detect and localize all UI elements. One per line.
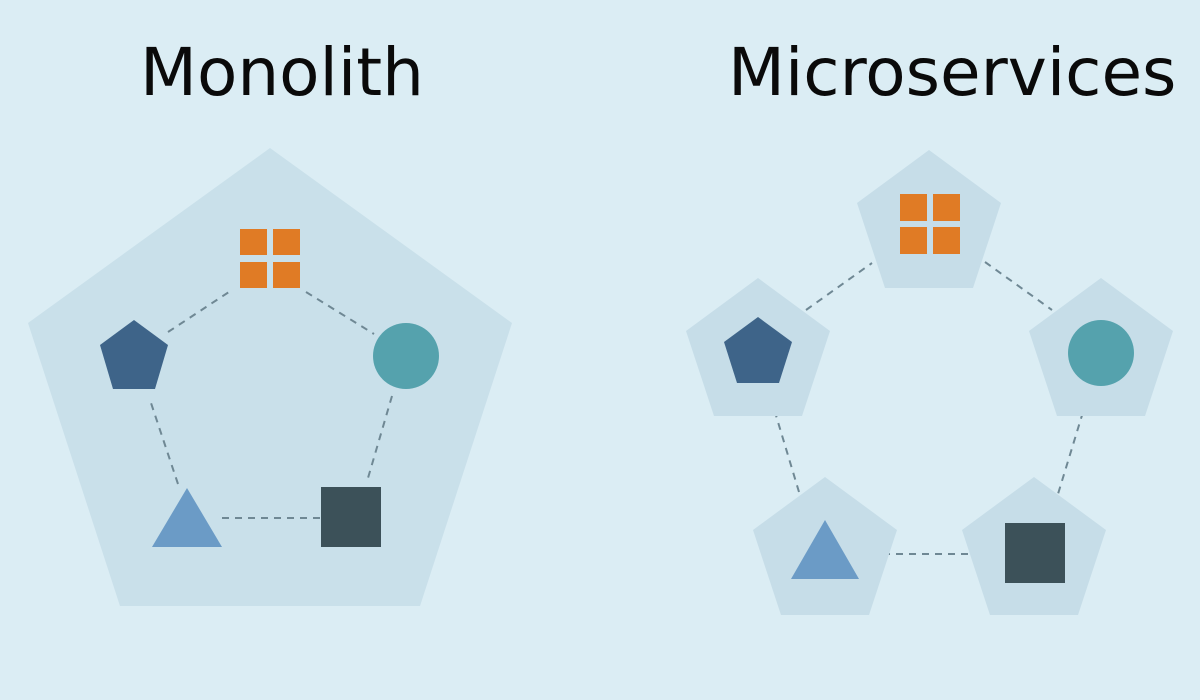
service-grid: [857, 150, 1001, 288]
service-pentagon: [686, 278, 830, 416]
service-circle: [1029, 278, 1173, 416]
service-tile: [857, 150, 1001, 288]
monolith-connectors: [149, 289, 393, 519]
connector-grid-circle: [305, 291, 375, 335]
monolith-container: [28, 148, 512, 606]
connector-triangle-pentagon: [774, 411, 800, 493]
grid-icon: [240, 229, 300, 288]
connector-triangle-pentagon: [149, 399, 179, 485]
circle-icon: [1068, 320, 1134, 386]
connector-circle-square: [1057, 411, 1084, 495]
pentagon-icon: [100, 320, 168, 389]
triangle-icon: [152, 488, 222, 547]
service-triangle: [753, 477, 897, 615]
connector-circle-square: [367, 395, 393, 479]
microservices-diagram: [686, 150, 1173, 615]
connector-pentagon-grid: [805, 262, 873, 311]
circle-icon: [373, 323, 439, 389]
pentagon-icon: [724, 317, 792, 383]
triangle-icon: [791, 520, 859, 579]
square-icon: [321, 487, 381, 547]
microservices-connectors: [774, 261, 1084, 555]
monolith-title: Monolith: [140, 34, 424, 111]
microservices-title: Microservices: [728, 34, 1177, 111]
square-icon: [1005, 523, 1065, 583]
grid-icon: [900, 194, 960, 254]
connector-grid-circle: [984, 261, 1053, 311]
monolith-diagram: [28, 148, 512, 606]
service-square: [962, 477, 1106, 615]
